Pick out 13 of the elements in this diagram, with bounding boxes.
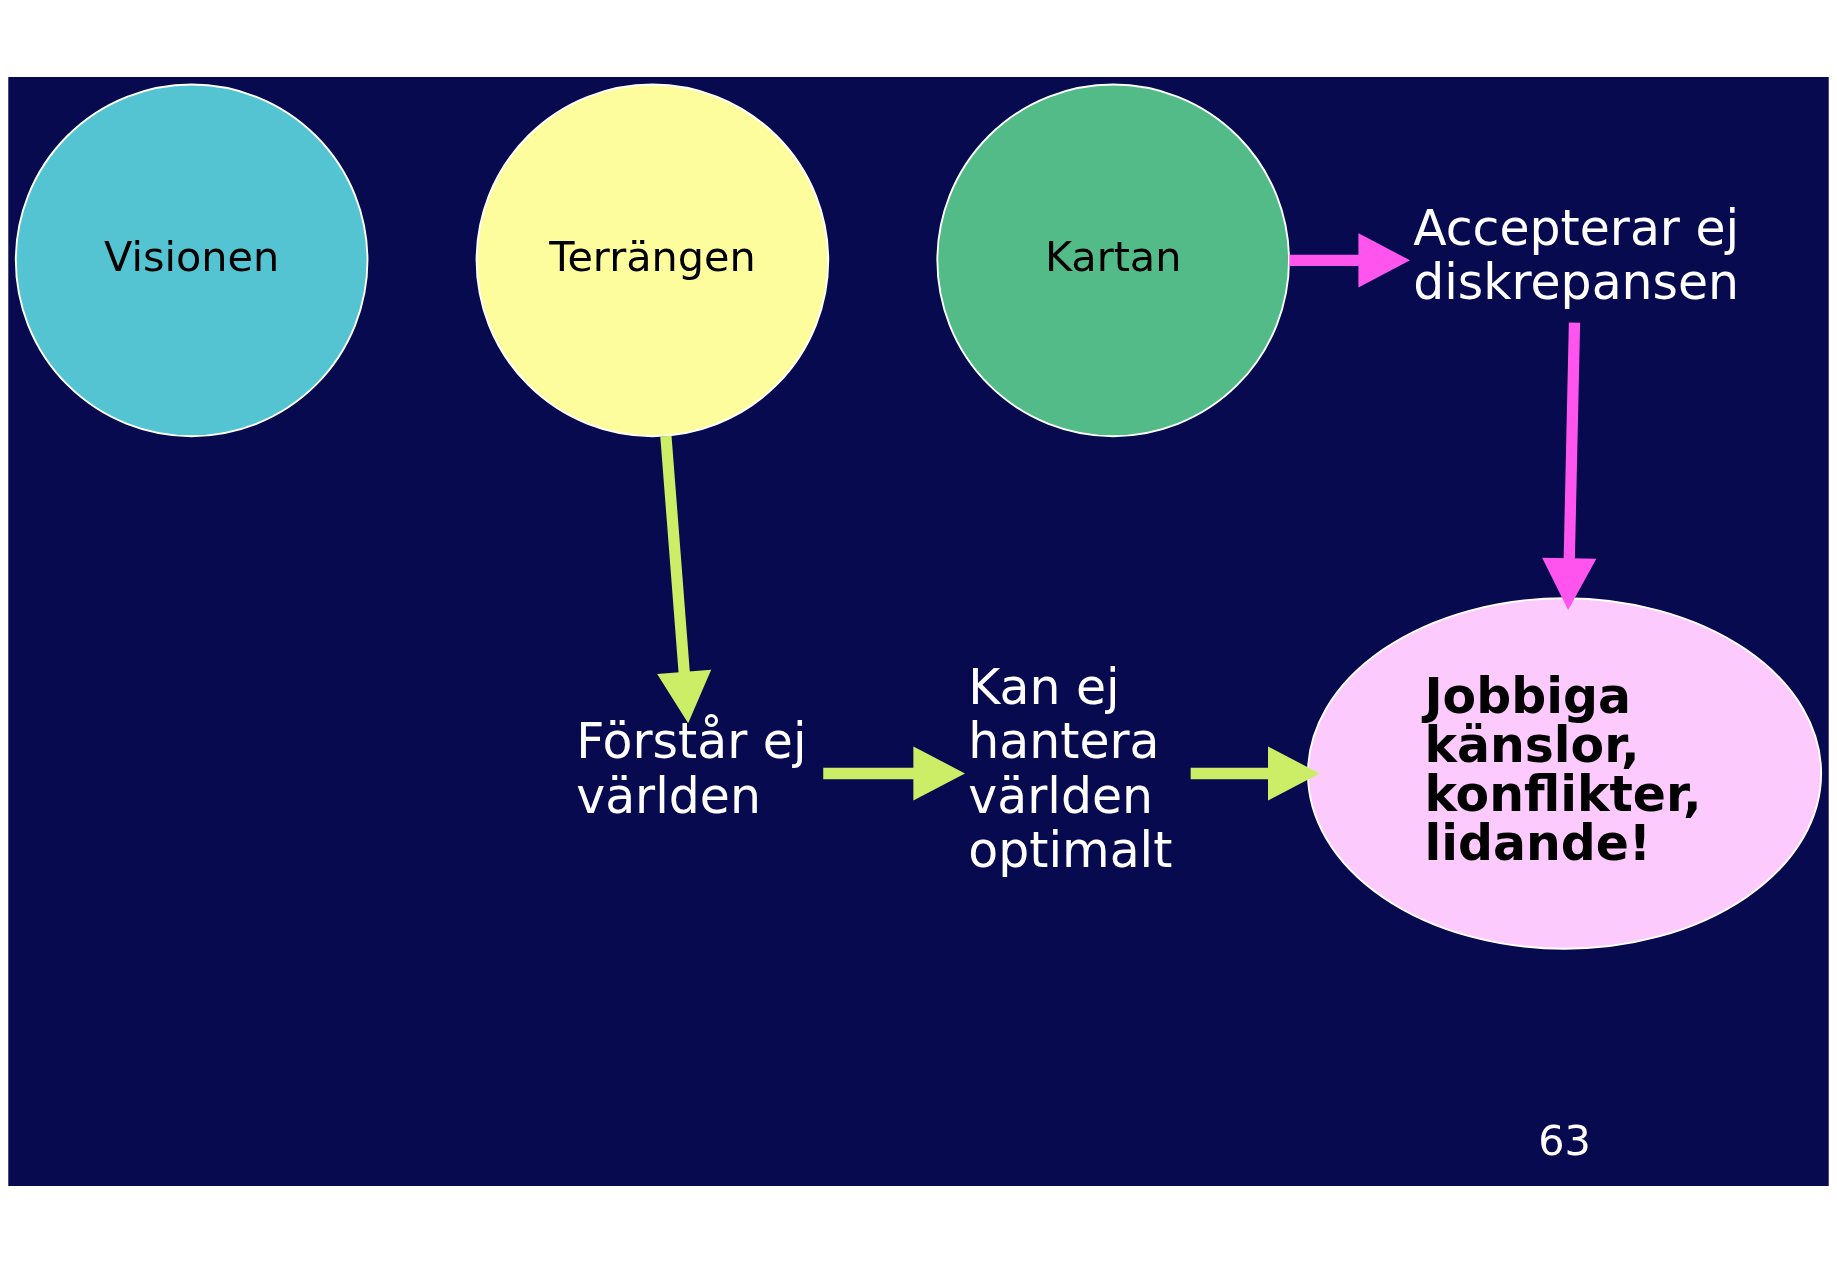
node-circle: Visionen <box>14 83 369 437</box>
arrow <box>1542 322 1597 610</box>
arrow <box>1190 745 1320 801</box>
node-circle: Terrängen <box>475 83 830 437</box>
label: 63 <box>1538 1116 1591 1165</box>
node-ellipse: Jobbiga känslor, konflikter, lidande! <box>1307 596 1823 950</box>
node-circle: Kartan <box>936 83 1290 437</box>
arrow <box>1289 232 1411 287</box>
arrow <box>823 745 965 801</box>
node-text: Kan ej hantera världen optimalt <box>968 658 1173 879</box>
node-text: Accepterar ej diskrepansen <box>1413 199 1740 311</box>
node-text: Förstår ej världen <box>576 712 807 825</box>
arrow <box>657 435 712 723</box>
